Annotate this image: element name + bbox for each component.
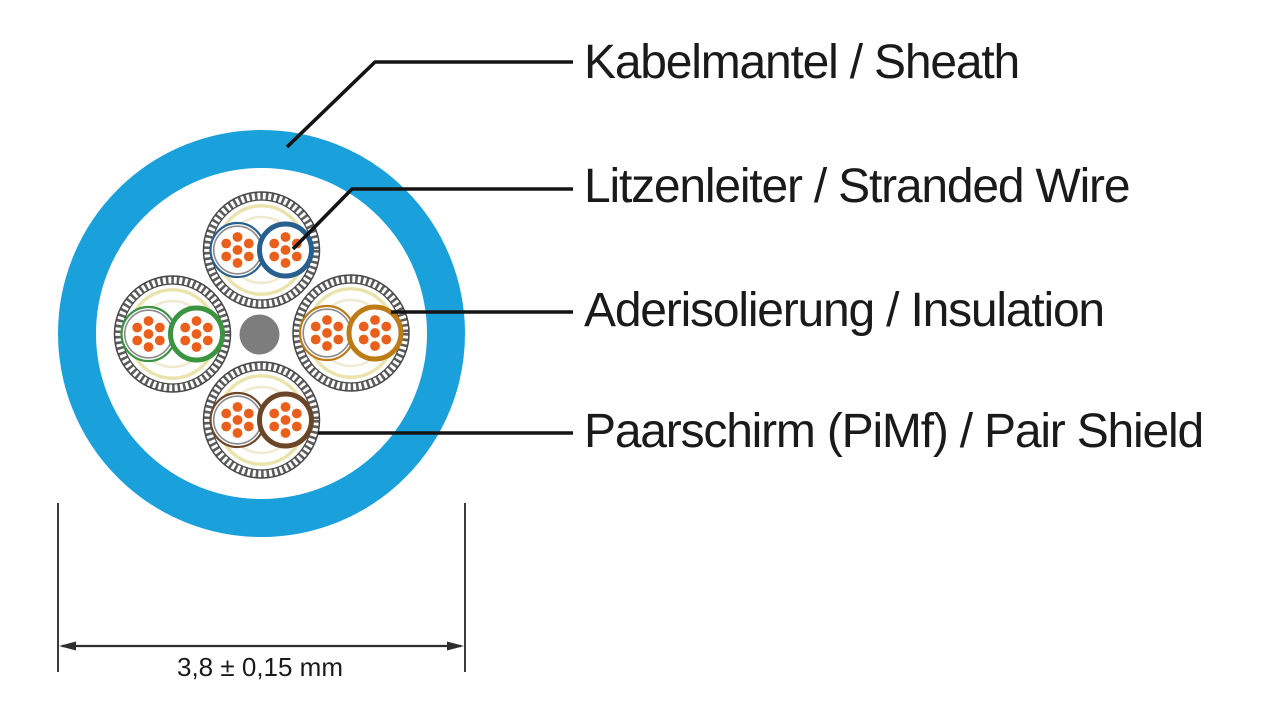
dimension-arrowhead-right [447,641,464,651]
pair-bundle-bottom [204,362,320,478]
label-pair-shield: Paarschirm (PiMf) / Pair Shield [584,405,1204,458]
pair-bundle-right [293,275,409,391]
pair-bundle-top [204,192,320,308]
dimension-arrowhead-left [59,641,76,651]
dimension-group [57,503,466,672]
pair-bundle-left [115,276,231,392]
label-sheath: Kabelmantel / Sheath [584,36,1020,89]
label-insulation: Aderisolierung / Insulation [584,284,1105,337]
center-filler [239,314,280,355]
label-stranded-wire: Litzenleiter / Stranded Wire [584,160,1131,213]
dimension-text: 3,8 ± 0,15 mm [176,652,344,682]
leader-line-sheath [285,60,573,149]
leader-line-stranded-wire [291,187,573,251]
